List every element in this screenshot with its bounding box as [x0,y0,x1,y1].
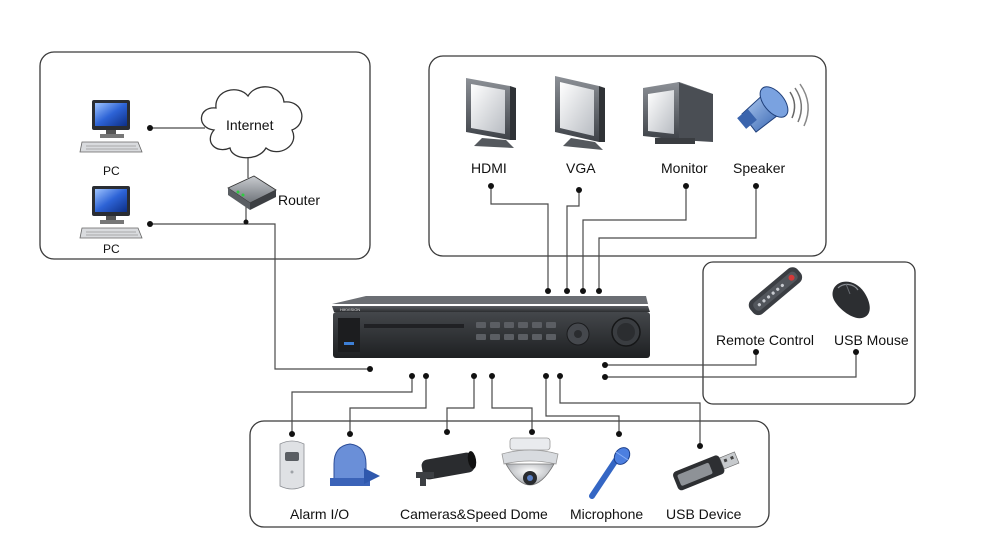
alarm-bell-icon [330,443,380,486]
peripheral-group-frame [249,420,770,528]
desktop-computer-icon [79,100,143,153]
vga-label: VGA [566,160,596,176]
hdmi-label: HDMI [471,160,507,176]
router-icon [227,175,277,210]
loudspeaker-icon [737,83,809,133]
pc-bottom-label: PC [103,242,120,256]
router-label: Router [278,192,321,208]
dvr-brand-text: HIKVISION [340,307,360,312]
mouse-icon [832,281,870,319]
wire-remote [605,352,757,366]
wire-monitor [582,186,687,291]
microphone-icon [589,447,631,499]
cloud-icon [200,86,303,159]
pir-sensor-icon [279,440,305,490]
alarm-io-label: Alarm I/O [290,506,350,522]
wire-alarm-out [349,376,427,434]
dvr-recorder [332,296,650,358]
desktop-computer-icon [79,186,143,239]
usb-drive-icon [672,451,740,491]
control-group-frame [702,261,916,405]
internet-label: Internet [226,117,274,133]
wires [150,127,857,446]
cameras-speed-dome-label: Cameras&Speed Dome [400,506,548,522]
wire-usb [559,376,701,446]
wire-camera [446,376,475,432]
wire-hdmi [490,186,549,291]
remote-control-icon [748,267,803,316]
usb-device-label: USB Device [666,506,742,522]
speed-dome-icon [501,437,559,486]
wire-alarm-in [291,376,413,434]
pc-top-label: PC [103,164,120,178]
bullet-camera-icon [416,451,477,486]
wire-pc2-dvr [150,223,370,370]
usb-mouse-label: USB Mouse [834,332,909,348]
microphone-label: Microphone [570,506,644,522]
lcd-monitor-icon [555,76,605,150]
remote-control-label: Remote Control [716,332,815,348]
wire-mic [545,376,620,434]
wire-mouse [605,352,857,378]
display-group-frame [428,55,827,257]
speaker-label: Speaker [733,160,786,176]
wire-dome [491,376,533,432]
network-group-frame [39,51,371,260]
wire-speaker [598,186,757,291]
wire-vga [566,190,580,291]
lcd-monitor-icon [466,78,516,148]
crt-monitor-icon [643,82,713,144]
connector-dots [147,125,859,449]
monitor-label: Monitor [661,160,708,176]
